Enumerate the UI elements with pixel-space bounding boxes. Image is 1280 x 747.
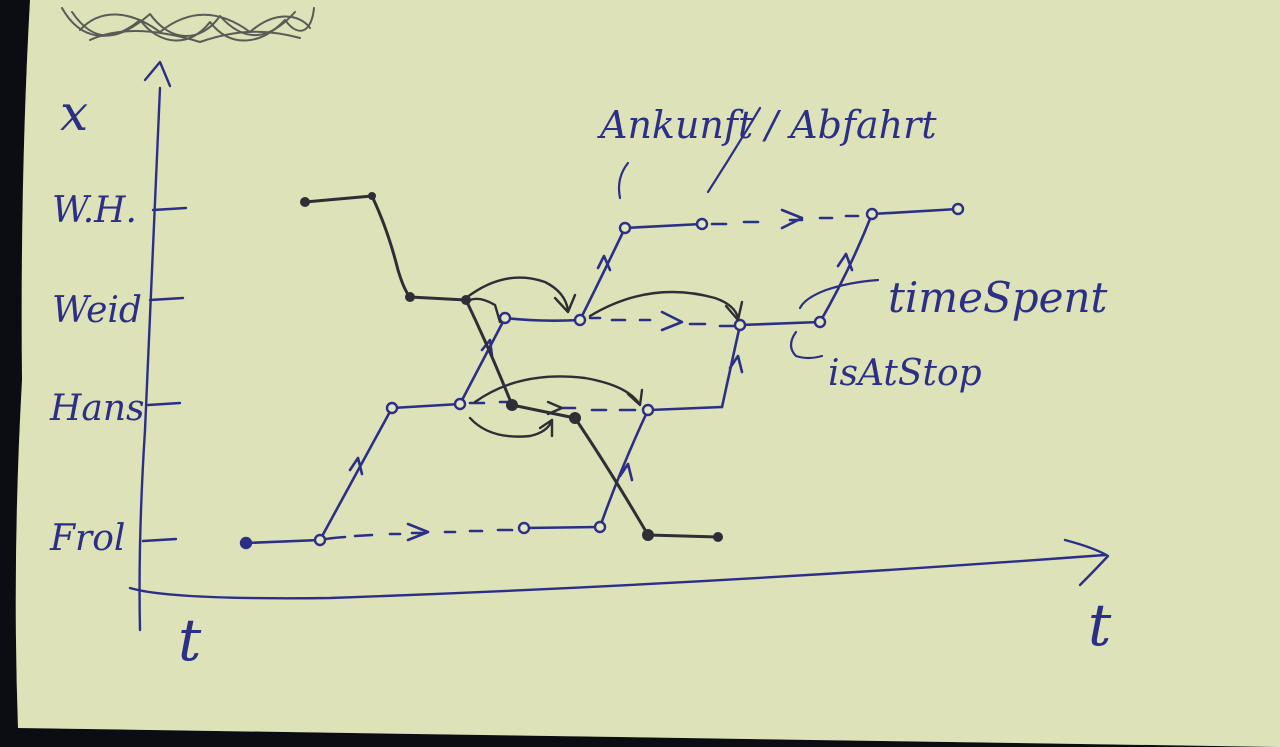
paper-shading (15, 0, 1280, 747)
pencil-stop-markers (300, 192, 723, 542)
is-at-stop-label: isAtStop (828, 353, 982, 394)
time-spent-label: timeSpent (888, 273, 1108, 322)
y-tick-label-frol: Frol (49, 518, 125, 559)
y-axis-label: x (60, 84, 88, 142)
y-tick-label-hans: Hans (49, 388, 145, 429)
y-tick-label-weid: Weid (52, 290, 142, 331)
y-tick-marks (141, 206, 188, 543)
x-axis (128, 538, 1110, 600)
note-paper (15, 0, 1280, 747)
x-axis-label-right: t (1088, 591, 1112, 659)
arrival-departure-label: Ankunft / Abfahrt (597, 103, 937, 147)
annotation-pointers (617, 106, 880, 360)
blue-stop-markers (239, 202, 965, 550)
pencil-train-path (303, 194, 720, 539)
y-axis (138, 60, 172, 632)
pencil-transfer-arcs (464, 276, 744, 438)
blue-train-path (244, 207, 960, 545)
scribble-mark (61, 7, 315, 43)
x-axis-label-left: t (178, 606, 202, 674)
y-tick-label-wh: W.H. (52, 190, 137, 231)
